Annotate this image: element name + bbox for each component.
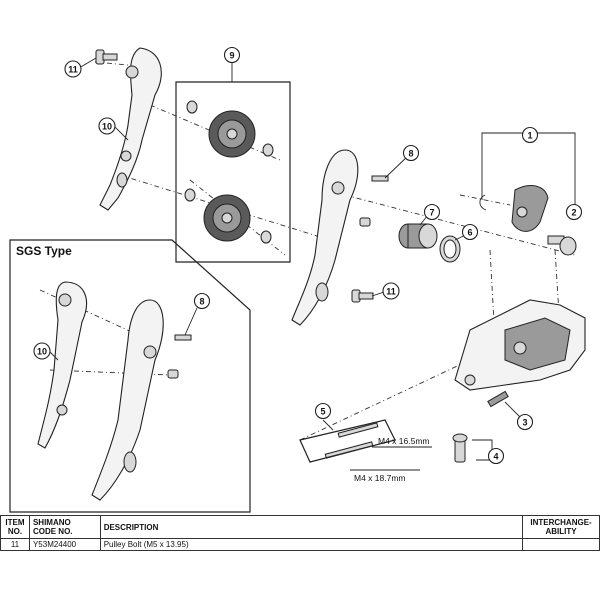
svg-text:11: 11 bbox=[68, 65, 78, 75]
lower-pulley bbox=[184, 188, 272, 244]
axis-5 bbox=[344, 194, 576, 256]
svg-text:7: 7 bbox=[429, 208, 434, 218]
dim-label-1: M4 x 16.5mm bbox=[378, 436, 430, 446]
link-1 bbox=[511, 185, 549, 232]
row-item: 11 bbox=[0, 538, 30, 551]
row-code: Y53M24400 bbox=[28, 538, 101, 551]
diagram-drawing: M4 x 16.5mm M4 x 18.7mm 1 2 3 4 5 6 7 8 … bbox=[9, 46, 586, 513]
axis-6 bbox=[459, 194, 511, 206]
inner-plate-hole-1 bbox=[125, 65, 139, 79]
body-hole-2 bbox=[464, 374, 476, 386]
clip-1 bbox=[479, 194, 487, 211]
callout-2: 2 bbox=[565, 203, 583, 221]
svg-text:9: 9 bbox=[229, 51, 234, 61]
svg-text:10: 10 bbox=[37, 347, 47, 357]
svg-text:2: 2 bbox=[571, 208, 576, 218]
callout-6: 6 bbox=[461, 223, 479, 241]
bracket-line-1a bbox=[481, 132, 540, 145]
outer-plate bbox=[291, 149, 359, 326]
leader-11b bbox=[371, 291, 385, 297]
header-interchangeability: INTERCHANGE-ABILITY bbox=[522, 515, 600, 539]
callout-1: 1 bbox=[521, 126, 539, 144]
outer-plate-axle bbox=[331, 181, 345, 195]
link-1-hole bbox=[516, 206, 528, 218]
ring-6-inner bbox=[443, 239, 457, 259]
sgs-outer-slot bbox=[123, 451, 137, 473]
leader-10a bbox=[112, 124, 129, 141]
leader-5 bbox=[322, 419, 334, 431]
header-description: DESCRIPTION bbox=[99, 515, 524, 539]
axis-8 bbox=[554, 249, 561, 331]
leader-11a bbox=[78, 57, 97, 69]
svg-text:11: 11 bbox=[386, 287, 396, 297]
callout-11b: 11 bbox=[382, 282, 400, 300]
adjust-screws-frame bbox=[299, 419, 396, 463]
screw-4 bbox=[452, 433, 468, 463]
callout-5: 5 bbox=[314, 402, 332, 420]
sgs-screw-a bbox=[174, 334, 192, 341]
svg-text:8: 8 bbox=[199, 297, 204, 307]
dim-label-2: M4 x 18.7mm bbox=[354, 473, 406, 483]
bushing-7 bbox=[398, 223, 438, 249]
table-row: 11 Y53M24400 Pulley Bolt (M5 x 13.95) bbox=[0, 538, 600, 551]
spring-3 bbox=[487, 390, 509, 408]
row-interchangeability bbox=[522, 538, 600, 551]
pulley-group-frame bbox=[175, 81, 291, 263]
leader-10b bbox=[49, 351, 59, 361]
adjust-screws-5 bbox=[299, 419, 396, 463]
inner-plate-slot bbox=[116, 172, 128, 188]
svg-text:3: 3 bbox=[522, 418, 527, 428]
callout-7: 7 bbox=[423, 203, 441, 221]
callout-inset-10: 10 bbox=[33, 342, 51, 360]
axis-1 bbox=[94, 61, 161, 69]
inner-plate-10 bbox=[99, 47, 162, 211]
pulley-bolt-top bbox=[95, 49, 118, 65]
sgs-inner-hole-1 bbox=[58, 293, 72, 307]
bracket-line-1b bbox=[540, 132, 576, 205]
svg-text:6: 6 bbox=[467, 228, 472, 238]
callout-3: 3 bbox=[516, 413, 534, 431]
inner-plate-hole-2 bbox=[120, 150, 132, 162]
upper-pulley bbox=[186, 100, 274, 158]
svg-text:1: 1 bbox=[527, 131, 532, 141]
callout-8: 8 bbox=[402, 144, 420, 162]
body-shading bbox=[504, 317, 571, 371]
sgs-type-title: SGS Type bbox=[16, 244, 72, 258]
sgs-inset-frame bbox=[9, 239, 251, 513]
screw-8b bbox=[359, 217, 371, 227]
body-hole-1 bbox=[513, 341, 527, 355]
row-description: Pulley Bolt (M5 x 13.95) bbox=[99, 538, 524, 551]
sgs-inner-hole-2 bbox=[56, 404, 68, 416]
callout-11a: 11 bbox=[64, 60, 82, 78]
callout-9: 9 bbox=[223, 46, 241, 64]
svg-text:8: 8 bbox=[408, 149, 413, 159]
svg-text:5: 5 bbox=[320, 407, 325, 417]
leader-8b bbox=[184, 307, 198, 336]
axis-9 bbox=[299, 359, 471, 441]
outer-plate-slot bbox=[315, 282, 329, 302]
callout-inset-8: 8 bbox=[193, 292, 211, 310]
sgs-inner-plate bbox=[37, 281, 87, 449]
callout-10: 10 bbox=[98, 117, 116, 135]
screw-8a bbox=[371, 175, 389, 182]
sgs-outer-axle bbox=[143, 345, 157, 359]
svg-text:10: 10 bbox=[102, 122, 112, 132]
pulley-bolt-center bbox=[351, 289, 374, 303]
pin-2 bbox=[547, 235, 577, 256]
svg-text:4: 4 bbox=[493, 452, 498, 462]
callout-4: 4 bbox=[487, 447, 505, 465]
sgs-screw-b bbox=[167, 369, 179, 379]
